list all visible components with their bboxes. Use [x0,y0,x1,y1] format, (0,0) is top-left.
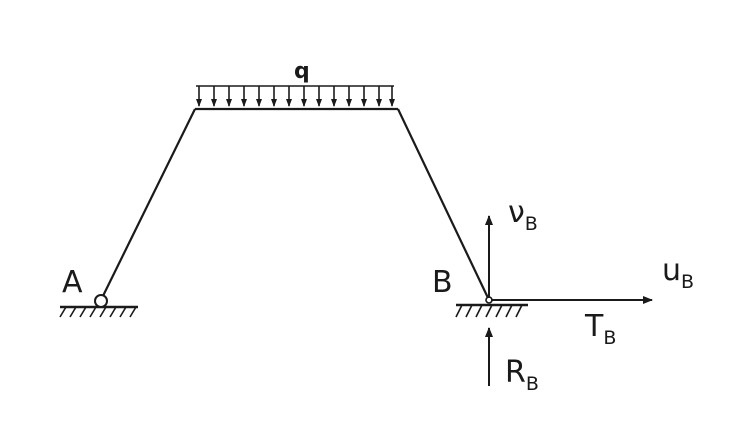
load-label: q [294,59,310,84]
u-displacement-label: uB [662,253,694,293]
left-inclined-member [100,108,196,301]
frame-members [100,107,490,301]
v-displacement-label: νB [508,195,538,235]
r-reaction-label: RB [505,355,539,395]
support-b-hatch [455,304,523,318]
support-b-label: B [432,265,453,300]
pin-joint-a [94,294,108,308]
t-force-label: TB [584,309,616,349]
distributed-load [196,85,395,107]
support-a-label: A [62,265,83,300]
right-inclined-member [397,108,490,301]
support-a-hatch [59,306,137,318]
support-b [455,296,528,318]
support-a [59,294,138,318]
